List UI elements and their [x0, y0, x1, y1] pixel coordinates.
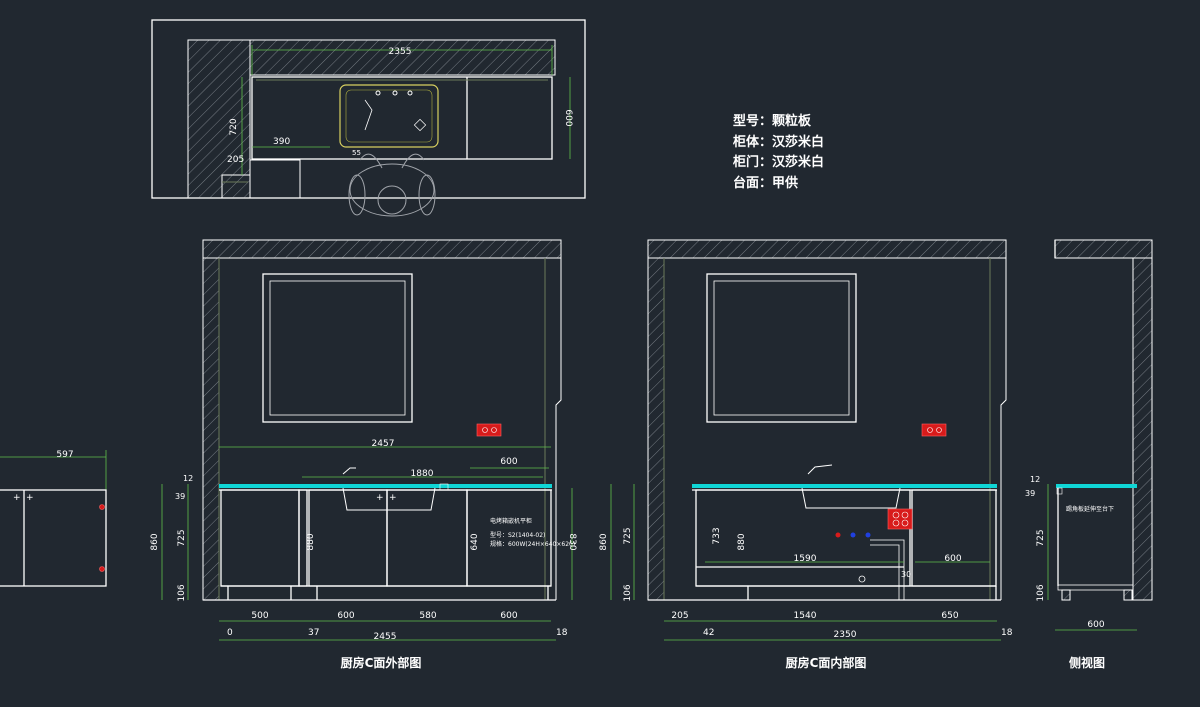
plan-frame — [151, 19, 586, 199]
int-dim-1540: 1540 — [794, 611, 817, 621]
plan-dim-top: 2355 — [389, 47, 412, 57]
ext-window — [262, 273, 413, 423]
ext-dim-overall: 2457 — [372, 439, 395, 449]
side-dim-39: 39 — [1025, 489, 1035, 498]
svg-text:+: + — [376, 493, 384, 503]
plan-counter — [251, 76, 553, 160]
exterior-title: 厨房C面外部图 — [341, 655, 422, 670]
ext-dim-580: 580 — [419, 611, 436, 621]
int-dim-205: 205 — [671, 611, 688, 621]
int-cabinet-left — [695, 489, 911, 587]
exterior-elevation: + + 电烤箱嵌机平柜 型号：S2(1404-02) 规格：600W(24H×6… — [150, 239, 577, 670]
svg-text:+: + — [13, 493, 21, 503]
ext-dim-right-top: 600 — [500, 457, 517, 467]
int-dim-total: 2350 — [834, 630, 857, 640]
svg-text:+: + — [389, 493, 397, 503]
side-wall — [1132, 257, 1153, 601]
plan-wall-top — [249, 39, 556, 76]
info-top: 台面：甲供 — [733, 175, 798, 191]
int-dim-860: 860 — [599, 533, 609, 550]
side-title: 侧视图 — [1069, 655, 1105, 670]
side-view: 踢角板延伸至台下 12 39 725 106 600 侧视图 — [1025, 239, 1153, 670]
int-dim-106: 106 — [623, 584, 633, 601]
int-dim-880: 880 — [737, 533, 747, 550]
ext-cabinet-3 — [386, 489, 468, 587]
int-dim-end: 18 — [1001, 628, 1013, 638]
plan-sink — [339, 84, 439, 148]
side-dim-725: 725 — [1036, 529, 1046, 546]
ext-dim-640: 640 — [470, 533, 480, 550]
ext-dim-600b: 600 — [500, 611, 517, 621]
int-dim-42: 42 — [703, 628, 714, 638]
ext-dim-600a: 600 — [337, 611, 354, 621]
side-dim-600: 600 — [1087, 620, 1104, 630]
partial-dim-width: 597 — [56, 450, 73, 460]
info-body: 柜体：汉莎米白 — [732, 134, 824, 150]
ext-dim-860: 860 — [150, 533, 160, 550]
ext-dim-830: 830 — [567, 533, 577, 550]
side-dim-12: 12 — [1030, 475, 1040, 484]
plan-wall-left — [187, 39, 251, 199]
int-dim-30: 30 — [901, 570, 911, 579]
info-model: 型号：颗粒板 — [733, 113, 812, 129]
interior-title: 厨房C面内部图 — [786, 655, 867, 670]
info-door: 柜门：汉莎米白 — [732, 154, 824, 170]
partial-cabinet — [0, 489, 107, 587]
plan-dim-left: 720 — [229, 118, 239, 135]
person-icon — [348, 153, 436, 217]
ext-dim-total: 2455 — [374, 632, 397, 642]
ext-countertop — [219, 484, 552, 488]
plan-view: 2355 600 720 205 390 55 — [151, 19, 586, 217]
int-cold-water — [850, 532, 856, 538]
int-wall-left — [647, 257, 665, 601]
left-partial-view: 597 + + — [0, 450, 107, 587]
int-sink — [801, 487, 901, 509]
int-socket-block — [887, 508, 913, 530]
ext-socket — [476, 423, 502, 437]
int-countertop — [692, 484, 997, 488]
ext-dim-sink: 1880 — [411, 469, 434, 479]
ext-dim-top-thk: 12 — [183, 474, 193, 483]
int-cabinet-right — [911, 489, 997, 587]
int-socket — [921, 423, 947, 437]
svg-text:+: + — [26, 493, 34, 503]
int-window — [706, 273, 857, 423]
plan-dim-right: 600 — [563, 109, 573, 126]
ext-sink — [342, 487, 436, 511]
ext-dim-37: 37 — [308, 628, 319, 638]
int-dim-650: 650 — [941, 611, 958, 621]
interior-elevation: 1590 600 30 860 725 106 733 880 205 1540… — [599, 239, 1013, 670]
ext-note-line1: 电烤箱嵌机平柜 — [490, 517, 532, 525]
plan-dim-step: 205 — [227, 155, 244, 165]
int-dim-733: 733 — [712, 527, 722, 544]
ext-dim-725: 725 — [177, 529, 187, 546]
ext-note-line3: 规格：600W(24H×640×620) — [490, 540, 575, 548]
plan-dim-small: 55 — [352, 149, 361, 157]
material-info: 型号：颗粒板 柜体：汉莎米白 柜门：汉莎米白 台面：甲供 — [732, 113, 824, 191]
ext-dim-106: 106 — [177, 584, 187, 601]
ext-dim-0: 0 — [227, 628, 233, 638]
ext-wall-left — [202, 257, 220, 601]
ext-cabinet-2 — [308, 489, 388, 587]
side-countertop — [1056, 484, 1137, 488]
ext-dim-500: 500 — [251, 611, 268, 621]
int-dim-600: 600 — [944, 554, 961, 564]
int-dim-1590: 1590 — [794, 554, 817, 564]
ext-note-line2: 型号：S2(1404-02) — [490, 531, 545, 539]
int-dim-725: 725 — [623, 527, 633, 544]
plan-dim-inner: 390 — [273, 137, 290, 147]
side-dim-106: 106 — [1036, 584, 1046, 601]
ext-dim-end: 18 — [556, 628, 568, 638]
int-hot-water — [835, 532, 841, 538]
ext-cabinet-1 — [220, 489, 300, 587]
ext-dim-880: 880 — [306, 533, 316, 550]
ext-dim-39: 39 — [175, 492, 185, 501]
side-note: 踢角板延伸至台下 — [1066, 505, 1114, 513]
